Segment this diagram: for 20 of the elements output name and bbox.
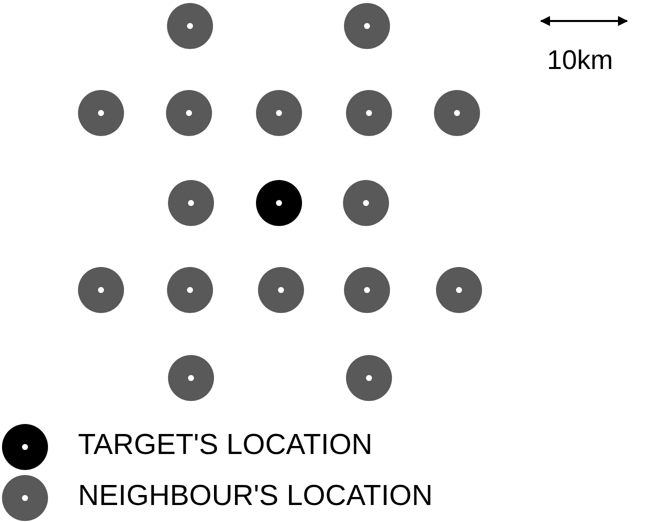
legend-label: NEIGHBOUR'S LOCATION xyxy=(78,480,433,513)
target-location-marker xyxy=(256,180,302,226)
neighbour-location-marker xyxy=(166,90,212,136)
neighbour-location-marker xyxy=(167,267,213,313)
neighbour-location-marker xyxy=(434,90,480,136)
neighbour-location-marker xyxy=(344,3,390,49)
neighbour-location-marker xyxy=(168,180,214,226)
neighbour-location-marker xyxy=(346,90,392,136)
neighbour-location-marker xyxy=(436,267,482,313)
neighbour-location-marker xyxy=(344,267,390,313)
neighbour-location-marker xyxy=(346,355,392,401)
neighbour-location-marker xyxy=(256,90,302,136)
neighbour-location-marker xyxy=(167,3,213,49)
neighbour-location-marker xyxy=(258,267,304,313)
legend-label: TARGET'S LOCATION xyxy=(78,429,372,462)
neighbour-location-marker xyxy=(78,267,124,313)
neighbour-location-marker xyxy=(78,90,124,136)
scale-label: 10km xyxy=(547,45,614,76)
neighbour-location-marker xyxy=(168,355,214,401)
neighbour-location-marker xyxy=(343,180,389,226)
